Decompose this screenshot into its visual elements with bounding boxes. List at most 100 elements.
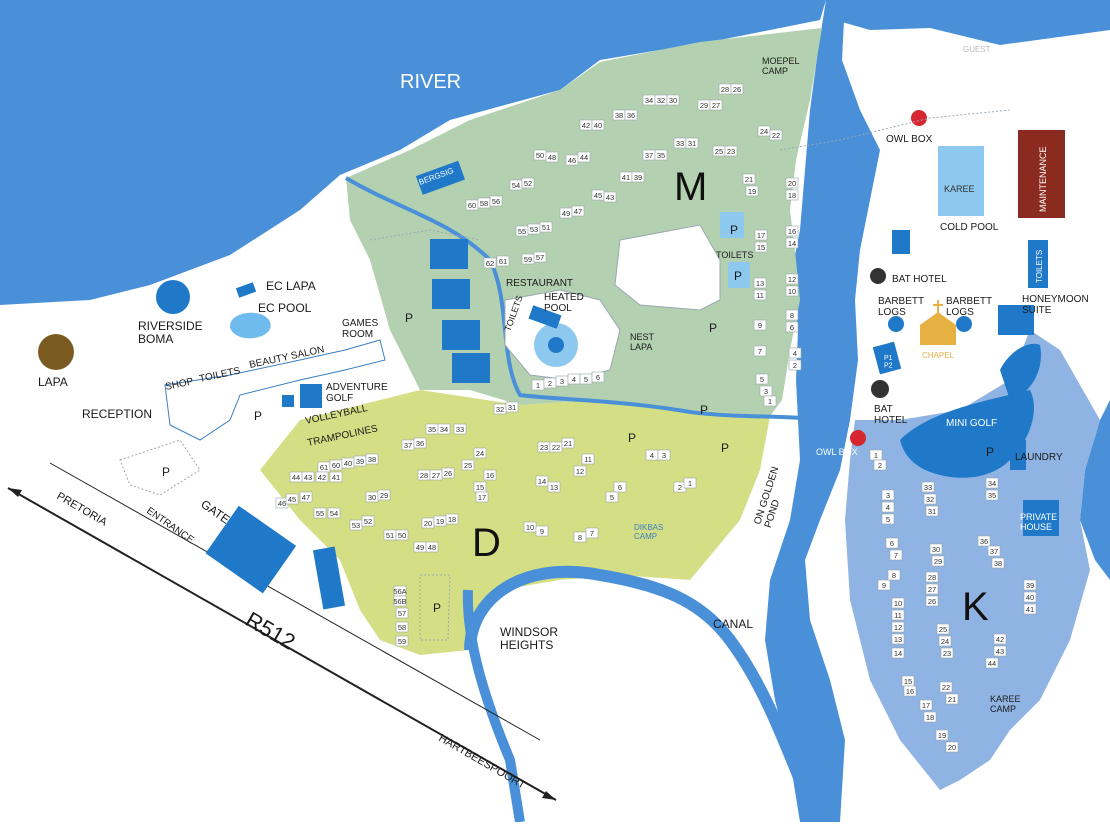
unit-number: 44 <box>580 153 588 162</box>
unit-box <box>877 579 891 591</box>
unit-number: 39 <box>634 173 642 182</box>
unit-number: 18 <box>448 515 456 524</box>
unit-number: 38 <box>368 455 376 464</box>
guest-label: GUEST <box>963 45 991 54</box>
maintenance-building <box>1018 130 1065 218</box>
unit-number: 24 <box>476 449 484 458</box>
unit-box <box>891 633 905 645</box>
unit-box <box>785 321 799 333</box>
unit-box <box>1023 579 1037 591</box>
unit-number: 41 <box>622 173 630 182</box>
zone-m-area <box>346 28 822 416</box>
unit-box <box>925 595 939 607</box>
unit-number: 30 <box>669 96 677 105</box>
honeymoon-suite-building <box>998 305 1034 335</box>
unit-box <box>573 465 587 477</box>
unit-number: 29 <box>380 491 388 500</box>
unit-number: 34 <box>645 96 653 105</box>
unit-number: 17 <box>478 493 486 502</box>
unit-box <box>377 489 391 501</box>
unit-number: 31 <box>508 403 516 412</box>
unit-number: 14 <box>788 239 796 248</box>
unit-box <box>301 471 315 483</box>
unit-box <box>985 477 999 489</box>
unit-number: 55 <box>518 227 526 236</box>
unit-number: 23 <box>727 147 735 156</box>
unit-box <box>483 257 497 269</box>
unit-number: 35 <box>988 491 996 500</box>
unit-number: 50 <box>398 531 406 540</box>
unit-number: 55 <box>316 509 324 518</box>
unit-box <box>785 177 799 189</box>
unit-number: 6 <box>790 323 794 332</box>
chapel-label: CHAPEL <box>922 351 955 360</box>
unit-number: 50 <box>536 151 544 160</box>
unit-number: 29 <box>934 557 942 566</box>
unit-box <box>535 475 549 487</box>
unit-box <box>547 481 561 493</box>
unit-box <box>441 467 455 479</box>
parking-icon: P <box>986 445 994 459</box>
unit-box <box>591 119 605 131</box>
unit-number: 4 <box>793 349 797 358</box>
unit-number: 52 <box>364 517 372 526</box>
unit-number: 22 <box>772 131 780 140</box>
parking-icon: P <box>433 601 441 615</box>
stream <box>344 176 831 422</box>
unit-number: 31 <box>688 139 696 148</box>
unit-box <box>931 555 945 567</box>
unit-box <box>923 493 937 505</box>
unit-number: 45 <box>288 495 296 504</box>
unit-number: 38 <box>615 111 623 120</box>
unit-number: 54 <box>512 181 520 190</box>
unit-number: 25 <box>715 147 723 156</box>
unit-number: 32 <box>657 96 665 105</box>
unit-box <box>939 681 953 693</box>
unit-number: 36 <box>980 537 988 546</box>
unit-number: 4 <box>650 451 654 460</box>
unit-box <box>445 513 459 525</box>
unit-number: 11 <box>894 611 902 620</box>
unit-number: 59 <box>524 255 532 264</box>
unit-number: 25 <box>464 461 472 470</box>
unit-number: 29 <box>700 101 708 110</box>
unit-box <box>891 647 905 659</box>
ec-pool-icon <box>230 312 271 339</box>
unit-box <box>945 741 959 753</box>
unit-number: 6 <box>596 373 600 382</box>
unit-number: 19 <box>436 517 444 526</box>
parking-icons: P P P P P P P P P P P <box>162 223 994 615</box>
unit-box <box>891 621 905 633</box>
unit-box <box>755 373 769 385</box>
laundry-label: LAUNDRY <box>1015 452 1063 463</box>
unit-box <box>603 191 617 203</box>
unit-box <box>891 609 905 621</box>
unit-box <box>753 277 767 289</box>
unit-number: 15 <box>476 483 484 492</box>
river-label: RIVER <box>400 71 461 93</box>
unit-number: 44 <box>292 473 300 482</box>
unit-box <box>935 729 949 741</box>
parking-icon: P <box>734 269 742 283</box>
unit-number: 9 <box>758 321 762 330</box>
unit-number: 57 <box>536 253 544 262</box>
unit-box <box>887 569 901 581</box>
unit-box <box>763 395 777 407</box>
unit-box <box>936 623 950 635</box>
zone-m-label: M <box>674 165 707 209</box>
unit-number: 11 <box>584 455 592 464</box>
unit-number: 30 <box>932 545 940 554</box>
unit-box <box>991 557 1005 569</box>
unit-number: 22 <box>552 443 560 452</box>
unit-box <box>921 481 935 493</box>
unit-number: 61 <box>499 257 507 266</box>
unit-box <box>889 549 903 561</box>
unit-number: 40 <box>344 459 352 468</box>
unit-box <box>754 241 768 253</box>
unit-number: 38 <box>994 559 1002 568</box>
karee-building <box>938 146 984 216</box>
